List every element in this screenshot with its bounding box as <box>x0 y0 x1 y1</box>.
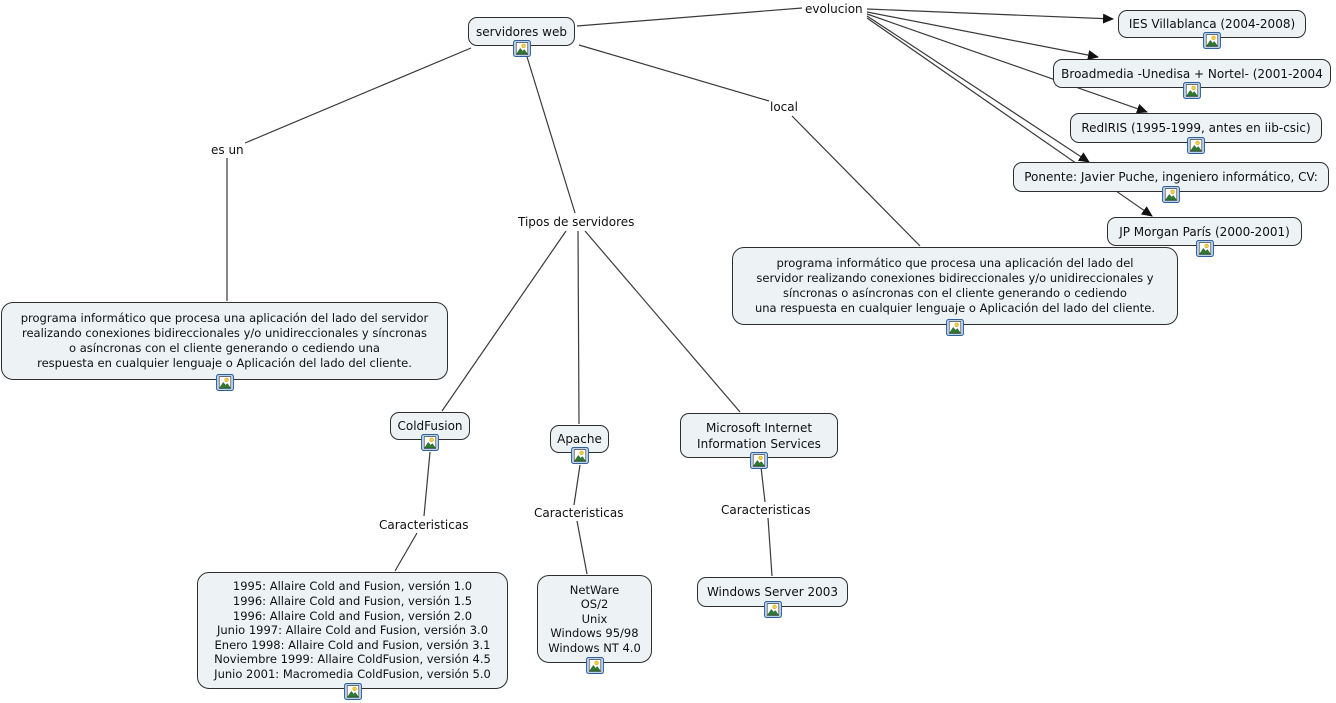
node-rediris[interactable]: RedIRIS (1995-1999, antes en iib-csic) <box>1070 113 1322 154</box>
link-label-es-un[interactable]: es un <box>211 143 244 157</box>
resource-image-icon[interactable] <box>1183 82 1201 99</box>
node-text: programa informático que procesa una apl… <box>754 255 1156 316</box>
node-servidores-web[interactable]: servidores web <box>468 17 575 57</box>
link-label-evolucion[interactable]: evolucion <box>805 2 863 16</box>
edge-caract-winserver <box>767 517 773 577</box>
node-ponente-javier-puche[interactable]: Ponente: Javier Puche, ingeniero informá… <box>1013 162 1329 203</box>
node-text: Ponente: Javier Puche, ingeniero informá… <box>1024 170 1318 184</box>
node-ies-villablanca[interactable]: IES Villablanca (2004-2008) <box>1118 10 1306 49</box>
edge-coldfusion-caract <box>423 451 431 517</box>
node-windows-server-2003[interactable]: Windows Server 2003 <box>697 577 848 618</box>
resource-image-icon[interactable] <box>512 40 531 57</box>
edge-evolucion-ies <box>866 8 1114 24</box>
edge-evolucion-broadmedia <box>866 11 1099 60</box>
node-microsoft-iis[interactable]: Microsoft Internet Information Services <box>680 413 838 469</box>
node-text: NetWare OS/2 Unix Windows 95/98 Windows … <box>548 582 641 655</box>
node-definicion-servidor-izquierda[interactable]: programa informático que procesa una apl… <box>1 302 448 391</box>
edge-caract-netware <box>576 520 588 575</box>
node-definicion-servidor-derecha[interactable]: programa informático que procesa una apl… <box>732 247 1178 336</box>
link-label-tipos-de-servidores[interactable]: Tipos de servidores <box>518 215 635 229</box>
resource-image-icon[interactable] <box>215 374 234 391</box>
node-text: IES Villablanca (2004-2008) <box>1128 17 1296 31</box>
node-text: servidores web <box>476 24 567 39</box>
edge-caract-versions <box>394 532 418 572</box>
node-text: programa informático que procesa una apl… <box>20 310 429 371</box>
resource-image-icon[interactable] <box>1162 186 1180 203</box>
node-coldfusion[interactable]: ColdFusion <box>390 412 470 451</box>
node-jp-morgan-paris[interactable]: JP Morgan París (2000-2001) <box>1107 217 1302 257</box>
node-text: Apache <box>557 432 602 446</box>
node-text: JP Morgan París (2000-2001) <box>1119 224 1290 239</box>
node-text: Broadmedia -Unedisa + Nortel- (2001-2004 <box>1061 66 1323 81</box>
resource-image-icon[interactable] <box>763 601 782 618</box>
resource-image-icon[interactable] <box>946 319 964 336</box>
edge-local-defright <box>791 115 921 247</box>
edge-tipos-miis <box>584 230 741 413</box>
edge-sw-local <box>578 44 770 102</box>
node-text: 1995: Allaire Cold and Fusion, versión 1… <box>214 579 491 681</box>
resource-image-icon[interactable] <box>1195 240 1214 257</box>
node-text: Windows Server 2003 <box>706 585 839 599</box>
node-apache-sistemas-operativos[interactable]: NetWare OS/2 Unix Windows 95/98 Windows … <box>537 575 652 674</box>
node-apache[interactable]: Apache <box>550 425 609 464</box>
resource-image-icon[interactable] <box>585 657 604 674</box>
edge-evolucion-ponente <box>866 15 1090 163</box>
link-label-caracteristicas-apache[interactable]: Caracteristicas <box>534 506 624 520</box>
link-label-caracteristicas-coldfusion[interactable]: Caracteristicas <box>379 518 469 532</box>
link-label-local[interactable]: local <box>770 100 798 114</box>
resource-image-icon[interactable] <box>421 434 439 451</box>
edge-apache-caract <box>573 464 581 506</box>
node-broadmedia[interactable]: Broadmedia -Unedisa + Nortel- (2001-2004 <box>1053 59 1331 99</box>
edge-sw-evolucion <box>576 7 803 27</box>
edge-miis-caract <box>760 466 766 503</box>
resource-image-icon[interactable] <box>343 683 362 700</box>
link-label-caracteristicas-miis[interactable]: Caracteristicas <box>721 503 811 517</box>
resource-image-icon[interactable] <box>750 452 768 469</box>
node-text: Microsoft Internet Information Services <box>697 420 821 451</box>
resource-image-icon[interactable] <box>570 447 589 464</box>
resource-image-icon[interactable] <box>1187 137 1205 154</box>
edge-tipos-coldfusion <box>441 230 567 412</box>
edge-sw-tipos <box>523 46 576 214</box>
edge-evolucion-rediris <box>866 13 1148 114</box>
edge-sw-esun <box>244 47 472 144</box>
node-text: RedIRIS (1995-1999, antes en iib-csic) <box>1081 121 1311 135</box>
node-coldfusion-versiones[interactable]: 1995: Allaire Cold and Fusion, versión 1… <box>197 572 508 700</box>
node-text: ColdFusion <box>397 419 463 433</box>
edge-tipos-apache <box>577 230 580 425</box>
resource-image-icon[interactable] <box>1203 32 1221 49</box>
